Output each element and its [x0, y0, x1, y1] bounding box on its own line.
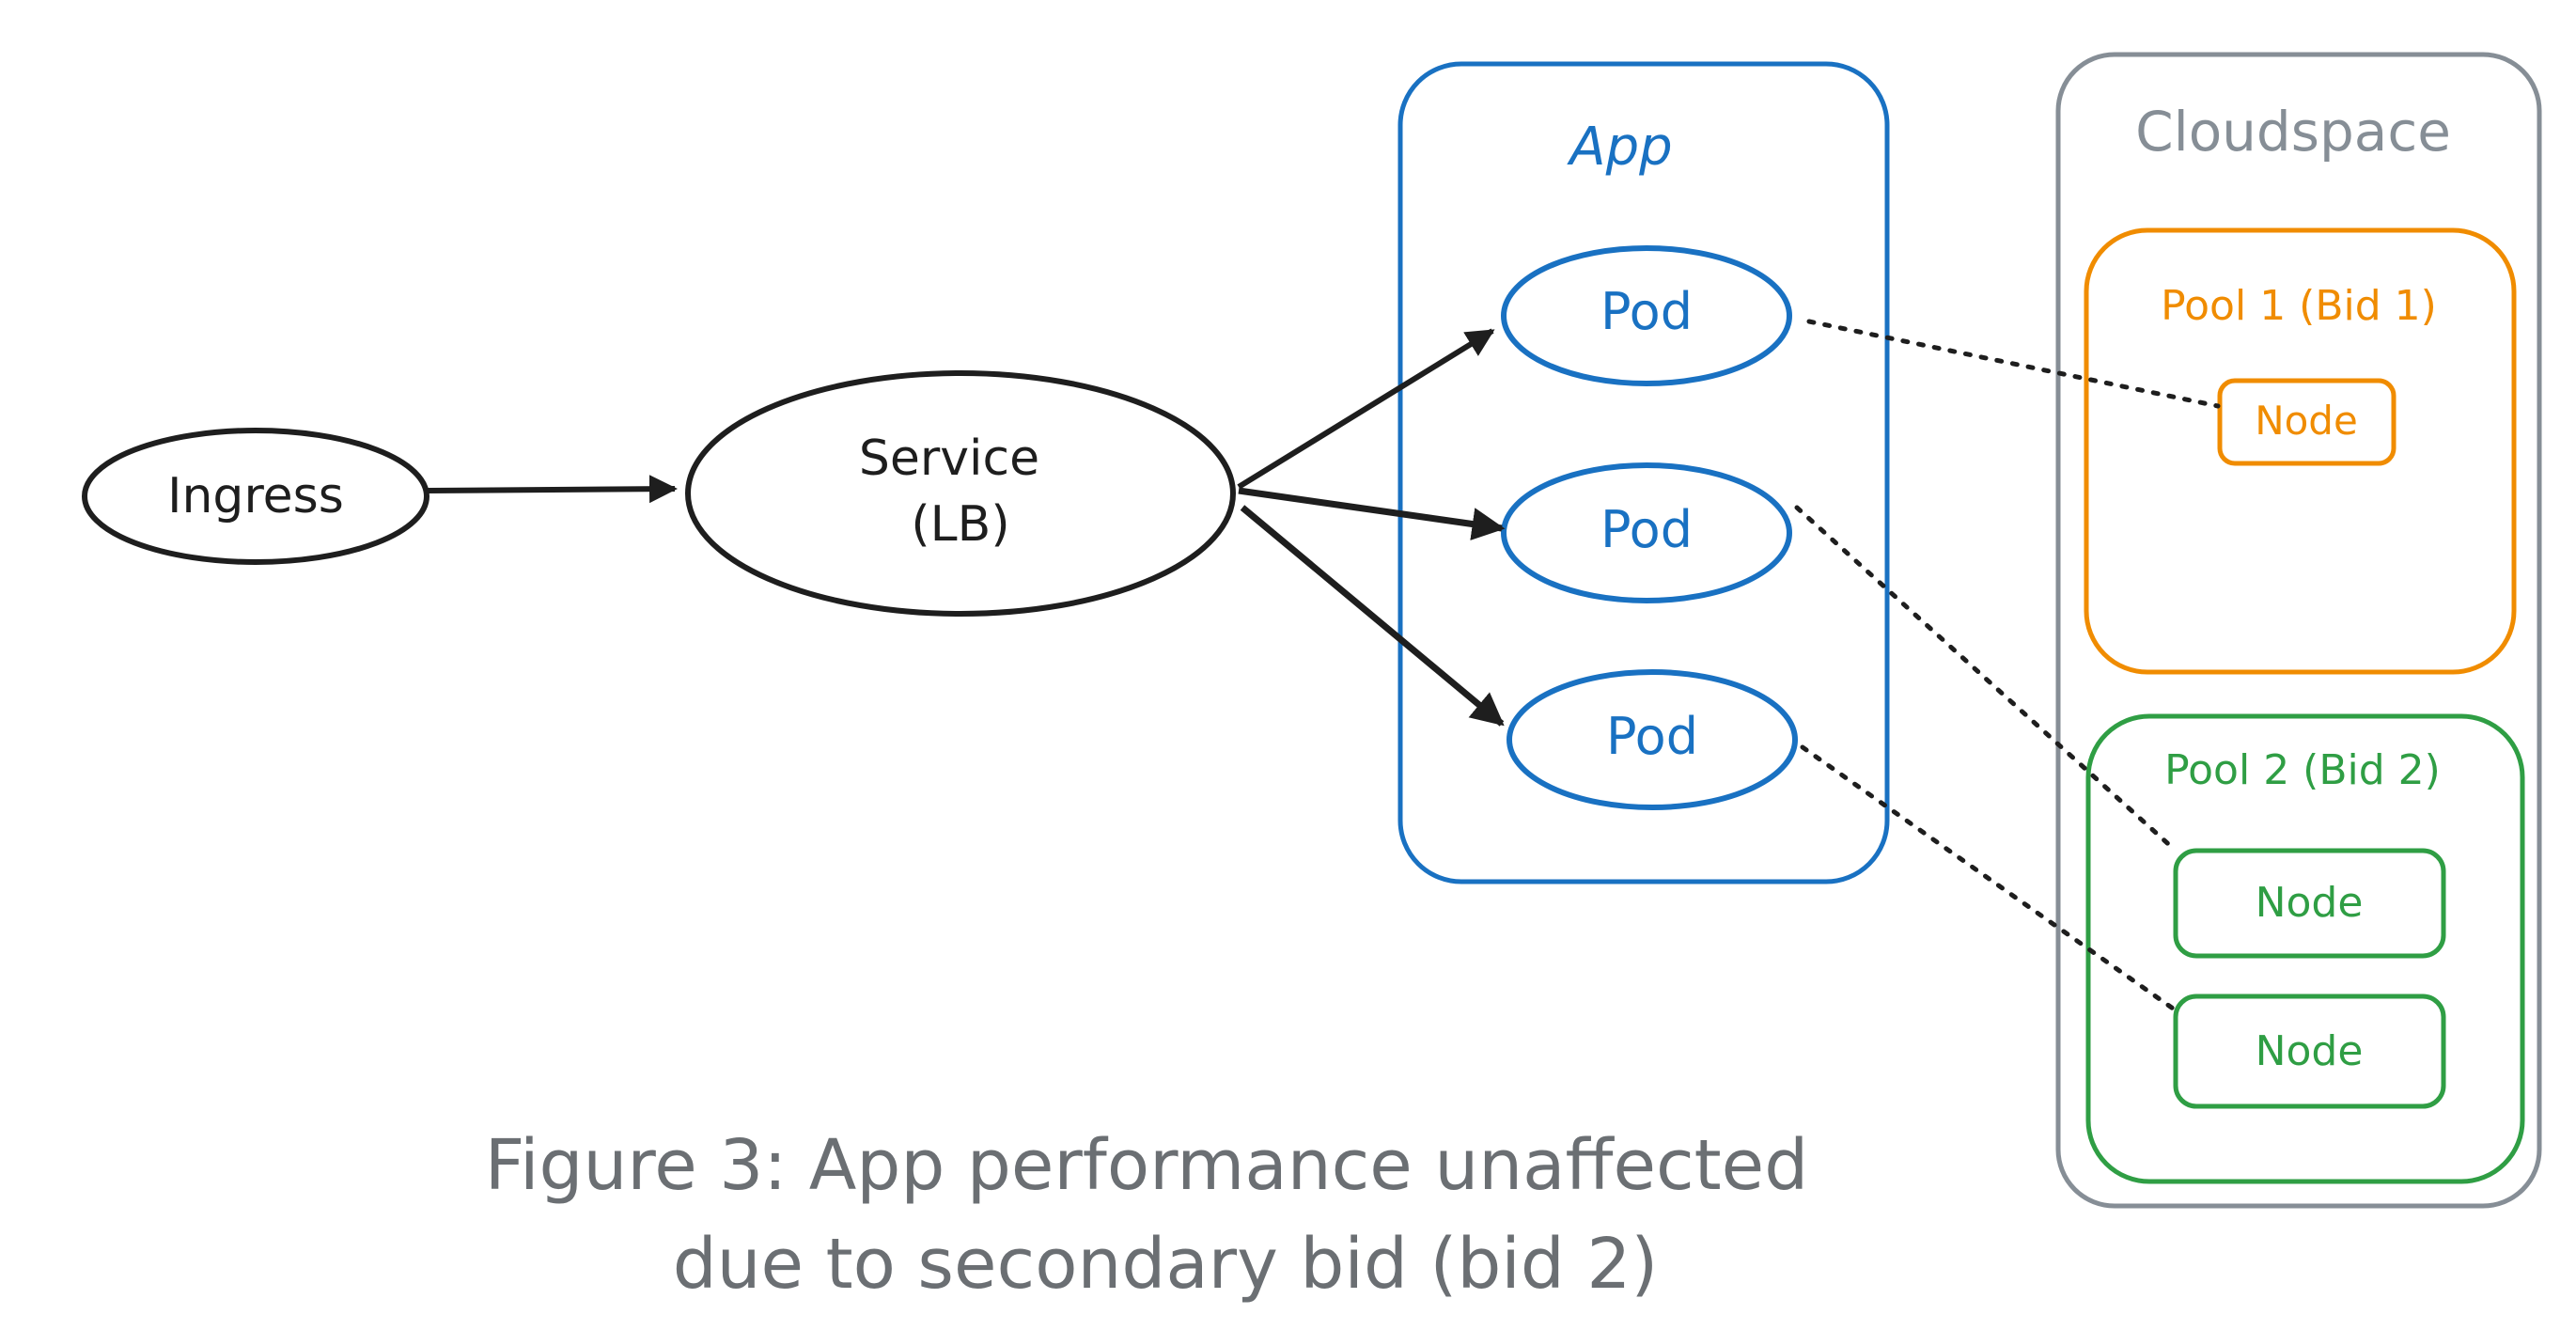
ingress-node: Ingress — [82, 428, 429, 565]
link-pod-2-to-pool-2-node-1 — [1794, 505, 2178, 853]
cloudspace-container: Cloudspace — [2055, 52, 2542, 1209]
app-title: App — [1567, 117, 1672, 178]
arrow-service-to-pod-2 — [1238, 487, 1506, 540]
cloudspace-title: Cloudspace — [2135, 100, 2451, 164]
pod-3: Pod — [1507, 669, 1798, 810]
service-label-line1: Service — [859, 430, 1039, 487]
pod-1-label: Pod — [1600, 282, 1693, 341]
pool-1-node — [2217, 378, 2396, 466]
pool-1-node-label: Node — [2255, 398, 2358, 444]
pod-1: Pod — [1501, 245, 1792, 386]
service-label-line2: (LB) — [911, 496, 1009, 553]
pool-2-node-2 — [2173, 994, 2446, 1109]
pool-2-node-1 — [2173, 848, 2446, 959]
link-pod-1-to-pool-1-node — [1806, 319, 2221, 409]
pod-3-label: Pod — [1606, 707, 1698, 766]
link-pod-3-to-pool-2-node-2 — [1800, 744, 2178, 1013]
arrow-service-to-pod-1 — [1237, 328, 1495, 490]
pod-2: Pod — [1501, 462, 1792, 603]
pool-2-title: Pool 2 (Bid 2) — [2164, 746, 2441, 794]
service-node: Service (LB) — [685, 370, 1236, 617]
pool-1-title: Pool 1 (Bid 1) — [2161, 282, 2437, 330]
arrow-ingress-to-service — [427, 475, 678, 504]
figure-caption-line2: due to secondary bid (bid 2) — [673, 1224, 1659, 1305]
figure-caption-line1: Figure 3: App performance unaffected — [485, 1125, 1808, 1206]
app-container: App — [1397, 61, 1890, 884]
arrow-service-to-pod-3 — [1240, 505, 1505, 727]
pool-1-container: Pool 1 (Bid 1) Node — [2084, 227, 2517, 675]
pool-2-node-2-label: Node — [2256, 1027, 2364, 1075]
pool-2-node-1-label: Node — [2256, 879, 2364, 927]
ingress-label: Ingress — [167, 468, 344, 524]
pool-2-container: Pool 2 (Bid 2) Node Node — [2085, 713, 2525, 1184]
pod-2-label: Pod — [1600, 500, 1693, 559]
